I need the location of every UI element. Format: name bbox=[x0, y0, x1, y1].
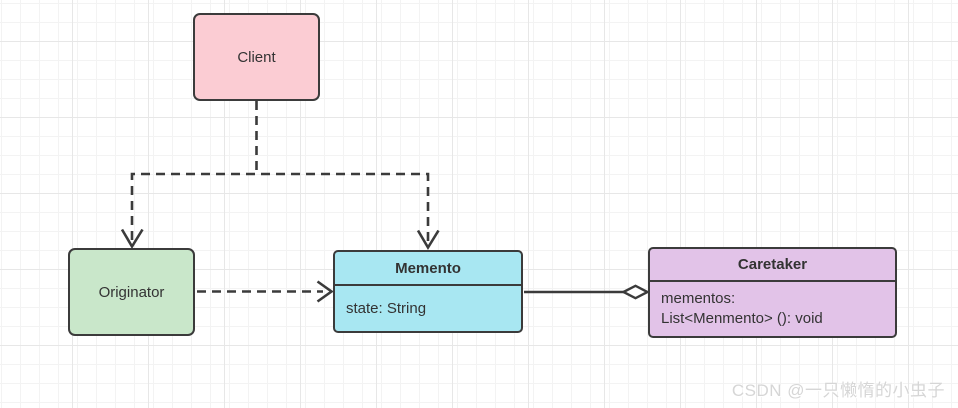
class-attributes-caretaker: mementos: List<Menmento> (): void bbox=[650, 282, 895, 336]
dependency-arrowhead-memento-left-icon bbox=[316, 280, 334, 303]
class-title-memento: Memento bbox=[395, 259, 461, 277]
uml-class-client: Client bbox=[193, 13, 320, 101]
attribute-line: state: String bbox=[346, 299, 427, 317]
attribute-line: List<Menmento> (): void bbox=[661, 310, 823, 327]
class-title-originator: Originator bbox=[98, 283, 165, 301]
uml-class-originator: Originator bbox=[68, 248, 195, 336]
class-title-bar-caretaker: Caretaker bbox=[650, 249, 895, 282]
class-title-caretaker: Caretaker bbox=[737, 256, 808, 273]
attribute-line: mementos: bbox=[661, 290, 736, 307]
watermark-text: CSDN @一只懒惰的小虫子 bbox=[731, 381, 945, 400]
class-title-bar-memento: Memento bbox=[335, 252, 521, 286]
dependency-arrowhead-memento-top-icon bbox=[416, 229, 440, 251]
class-attributes-memento: state: String bbox=[335, 286, 521, 331]
dependency-arrowhead-originator-icon bbox=[120, 228, 144, 250]
aggregation-open-diamond-icon bbox=[620, 284, 651, 300]
uml-class-caretaker: Caretaker mementos: List<Menmento> (): v… bbox=[648, 247, 897, 338]
client-dependency-branch-edge bbox=[130, 172, 430, 241]
uml-class-memento: Memento state: String bbox=[333, 250, 523, 333]
class-title-client: Client bbox=[237, 48, 276, 66]
